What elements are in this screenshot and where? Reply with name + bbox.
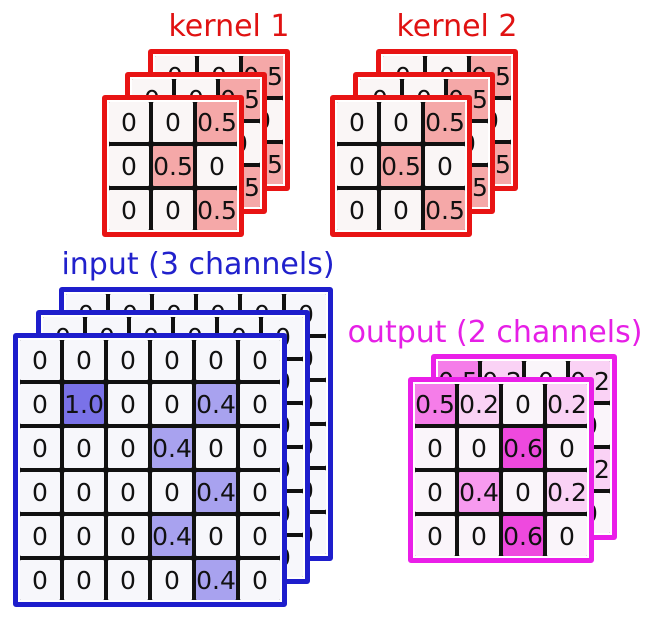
input-cell: 0.4 (152, 428, 192, 468)
kernel1-cell: 0.5 (153, 146, 193, 186)
kernel2-cell: 0 (337, 190, 377, 230)
kernel2-cell: 0 (381, 190, 421, 230)
input-cell: 0 (240, 472, 280, 512)
input-cell: 0.4 (196, 384, 236, 424)
input-cell: 0 (196, 428, 236, 468)
output-cell: 0.2 (459, 384, 499, 424)
output-cell: 0.2 (547, 472, 587, 512)
input-cell: 0 (196, 340, 236, 380)
input-cell: 0 (152, 472, 192, 512)
output-cell: 0 (459, 516, 499, 556)
input-cell: 0 (20, 340, 60, 380)
input-cell: 0.4 (152, 516, 192, 556)
input-cell: 0 (240, 560, 280, 600)
input-cell: 0 (64, 516, 104, 556)
kernel1-cell: 0 (153, 102, 193, 142)
input-cell: 0 (240, 428, 280, 468)
input-cell: 0 (64, 560, 104, 600)
input-title: input (3 channels) (61, 247, 335, 282)
output-title: output (2 channels) (347, 315, 643, 350)
input-cell: 0 (152, 340, 192, 380)
input-cell: 0 (240, 516, 280, 556)
input-cell: 0 (240, 384, 280, 424)
output-cell: 0 (503, 472, 543, 512)
kernel2-title: kernel 2 (396, 9, 518, 44)
kernel1-cell: 0.5 (197, 190, 237, 230)
output-cell: 0.6 (503, 516, 543, 556)
kernel1-cell: 0 (109, 190, 149, 230)
input-cell: 0 (196, 516, 236, 556)
output-cell: 0 (415, 516, 455, 556)
input-cell: 0 (20, 428, 60, 468)
kernel2-cell: 0.5 (381, 146, 421, 186)
kernel1-cell: 0.5 (197, 102, 237, 142)
output-cell: 0.6 (503, 428, 543, 468)
output-cell: 0.5 (415, 384, 455, 424)
input-cell: 0 (64, 340, 104, 380)
input-cell: 0 (64, 472, 104, 512)
kernel2-cell: 0 (425, 146, 465, 186)
input-cell: 0 (20, 384, 60, 424)
input-cell: 0.4 (196, 560, 236, 600)
output-cell: 0 (503, 384, 543, 424)
output-cell: 0 (547, 428, 587, 468)
output-cell: 0 (415, 472, 455, 512)
input-cell: 0 (20, 516, 60, 556)
input-cell: 0 (20, 560, 60, 600)
kernel1-cell: 0 (197, 146, 237, 186)
output-cell: 0.2 (547, 384, 587, 424)
kernel1-cell: 0 (109, 146, 149, 186)
kernel1-cell: 0 (109, 102, 149, 142)
kernel2-cell: 0.5 (425, 190, 465, 230)
input-cell: 0 (152, 384, 192, 424)
kernel2-cell: 0 (381, 102, 421, 142)
input-cell: 0 (152, 560, 192, 600)
input-cell: 1.0 (64, 384, 104, 424)
input-cell: 0.4 (196, 472, 236, 512)
input-cell: 0 (108, 428, 148, 468)
kernel1-title: kernel 1 (168, 9, 290, 44)
input-cell: 0 (108, 384, 148, 424)
input-cell: 0 (108, 472, 148, 512)
input-cell: 0 (64, 428, 104, 468)
output-cell: 0 (459, 428, 499, 468)
input-cell: 0 (240, 340, 280, 380)
kernel2-cell: 0 (337, 102, 377, 142)
kernel2-cell: 0.5 (425, 102, 465, 142)
output-cell: 0 (547, 516, 587, 556)
output-cell: 0 (415, 428, 455, 468)
output-cell: 0.4 (459, 472, 499, 512)
input-cell: 0 (108, 560, 148, 600)
input-cell: 0 (20, 472, 60, 512)
input-cell: 0 (108, 516, 148, 556)
kernel1-cell: 0 (153, 190, 193, 230)
input-cell: 0 (108, 340, 148, 380)
kernel2-cell: 0 (337, 146, 377, 186)
